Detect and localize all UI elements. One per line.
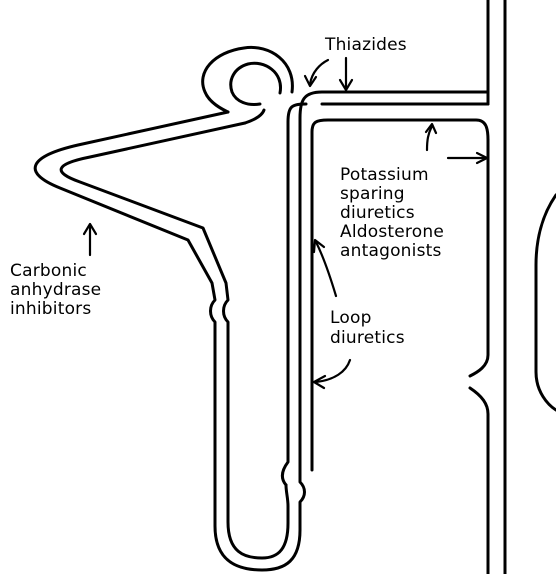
potassium-sparing-label: Potassium sparing diuretics Aldosterone … xyxy=(340,166,444,261)
collecting-branch xyxy=(536,195,556,410)
loop-arrow-upper xyxy=(316,242,336,296)
carbonic-line-2: anhydrase xyxy=(10,281,101,300)
proximal-tubule-inner xyxy=(61,123,288,558)
thiazides-label: Thiazides xyxy=(325,36,407,54)
potassium-line-5: antagonists xyxy=(340,242,444,261)
glomerulus-inner xyxy=(231,63,281,104)
ascending-limb-inner xyxy=(282,104,306,485)
potassium-line-1: Potassium xyxy=(340,166,444,185)
carbonic-line-1: Carbonic xyxy=(10,262,101,281)
loop-line-1: Loop xyxy=(330,308,405,328)
potassium-line-4: Aldosterone xyxy=(340,223,444,242)
ascending-limb-outer xyxy=(300,92,488,515)
loop-diuretics-label: Loop diuretics xyxy=(330,308,405,348)
carbonic-anhydrase-label: Carbonic anhydrase inhibitors xyxy=(10,262,101,319)
tubule-inner-return xyxy=(245,110,264,123)
collecting-duct-left xyxy=(470,140,488,376)
carbonic-line-3: inhibitors xyxy=(10,300,101,319)
loop-line-2: diuretics xyxy=(330,328,405,348)
potassium-line-3: diuretics xyxy=(340,204,444,223)
potassium-line-2: sparing xyxy=(340,185,444,204)
collecting-duct-left-lower xyxy=(470,388,488,574)
